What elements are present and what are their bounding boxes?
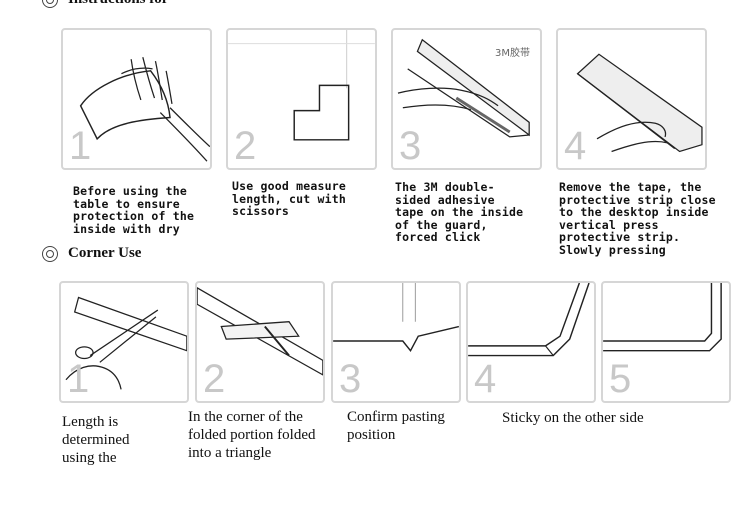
step-panel-4: 4	[556, 28, 707, 170]
step-caption-2: Use good measure length, cut with scisso…	[232, 179, 346, 218]
tape-tag-label: 3M胶带	[495, 48, 530, 59]
bullet-target-icon	[42, 245, 58, 262]
corner-step-panel-5: 5	[601, 281, 731, 403]
step-number: 2	[203, 357, 226, 401]
corner-caption-3: Confirm pasting position	[347, 409, 445, 443]
instructions-title: Instructions for	[68, 0, 168, 8]
instructions-header: Instructions for	[42, 0, 168, 8]
corner-use-header: Corner Use	[42, 245, 141, 262]
step-number: 2	[234, 124, 257, 168]
step-panel-2: 2	[226, 28, 377, 170]
step-number: 4	[474, 357, 497, 401]
remove-tape-press-strip-illustration	[576, 53, 703, 153]
step-number: 3	[339, 357, 362, 401]
fold-triangle-scissors-illustration	[197, 287, 323, 376]
corner-step-panel-2: 2	[195, 281, 325, 403]
cut-length-scissors-illustration	[65, 296, 187, 390]
step-number: 1	[67, 357, 90, 401]
step-number: 4	[564, 124, 587, 168]
step-caption-4: Remove the tape, the protective strip cl…	[559, 180, 716, 257]
step-number: 5	[609, 357, 632, 401]
step-number: 1	[69, 124, 92, 168]
corner-caption-shared: Sticky on the other side	[502, 410, 644, 426]
finished-corner-guard-illustration	[603, 283, 722, 352]
corner-guard-shape-illustration	[228, 30, 375, 141]
confirm-corner-position-illustration	[333, 283, 459, 353]
corner-caption-1: Length is determined using the	[62, 414, 130, 466]
paste-corner-guard-illustration	[468, 283, 590, 357]
wipe-table-hand-illustration	[79, 57, 210, 162]
corner-step-panel-3: 3	[331, 281, 461, 403]
corner-step-panel-4: 4	[466, 281, 596, 403]
step-caption-1: Before using the table to ensure protect…	[73, 184, 195, 236]
step-caption-3: The 3M double- sided adhesive tape on th…	[395, 180, 524, 244]
bullet-target-icon	[42, 0, 58, 8]
step-panel-1: 1	[61, 28, 212, 170]
apply-adhesive-tape-illustration	[397, 38, 530, 138]
corner-caption-2: In the corner of the folded portion fold…	[188, 409, 316, 461]
step-number: 3	[399, 124, 422, 168]
corner-step-panel-1: 1	[59, 281, 189, 403]
corner-use-title: Corner Use	[68, 245, 142, 261]
step-panel-3: 3M胶带 3	[391, 28, 542, 170]
